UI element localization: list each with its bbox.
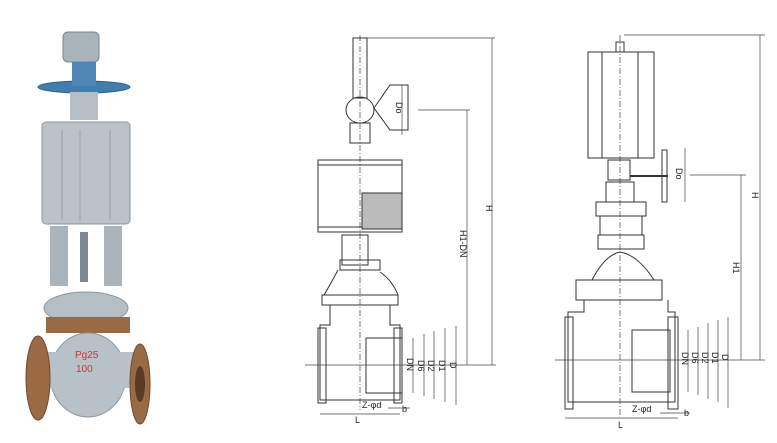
dimension-lines	[555, 34, 765, 419]
body-marking-pressure: Pg25	[75, 350, 99, 361]
actuator-cylinder	[41, 121, 131, 225]
label-L: L	[618, 420, 623, 430]
label-H1: H1	[731, 262, 741, 274]
handwheel	[661, 149, 668, 203]
dimension-lines	[305, 37, 496, 415]
right-flange	[667, 316, 679, 410]
bonnet	[591, 251, 655, 281]
valve-body	[567, 300, 676, 403]
drawing-right: H H1 Do DN D6 D2 D1 D Z-φd b L	[555, 34, 765, 430]
label-L: L	[355, 415, 360, 425]
label-bolt-holes: Z-φd	[632, 404, 651, 414]
label-DN: DN	[680, 352, 690, 365]
label-D2: D2	[700, 352, 710, 364]
label-D1: D1	[710, 352, 720, 364]
label-Do: Do	[394, 102, 404, 114]
label-D2: D2	[426, 360, 436, 372]
label-D1: D1	[437, 360, 447, 372]
drawing-left: H H1-DN Do DN D6 D2 D1 D Z-φd b L	[305, 35, 496, 425]
bonnet	[323, 269, 399, 296]
right-flange	[393, 327, 403, 404]
actuator-top-cap	[62, 31, 100, 63]
bonnet-flange	[46, 317, 130, 333]
label-D: D	[448, 362, 458, 369]
label-b: b	[402, 404, 407, 414]
label-D6: D6	[690, 352, 700, 364]
valve-body	[319, 305, 401, 401]
label-H: H	[750, 192, 760, 199]
stem-housing	[352, 37, 368, 99]
left-flange	[317, 327, 327, 404]
label-D6: D6	[416, 360, 426, 372]
label-Do: Do	[674, 168, 684, 180]
left-flange	[25, 335, 51, 421]
body-marking-size: 100	[76, 364, 93, 375]
label-b: b	[684, 408, 689, 418]
label-D: D	[720, 354, 730, 361]
left-flange	[564, 316, 574, 410]
label-H: H	[484, 205, 494, 212]
label-H1-DN: H1-DN	[458, 230, 468, 258]
label-DN: DN	[405, 358, 415, 371]
label-bolt-holes: Z-φd	[362, 400, 381, 410]
valve-photo: Pg25 100	[25, 31, 151, 425]
cylinder	[587, 51, 655, 159]
